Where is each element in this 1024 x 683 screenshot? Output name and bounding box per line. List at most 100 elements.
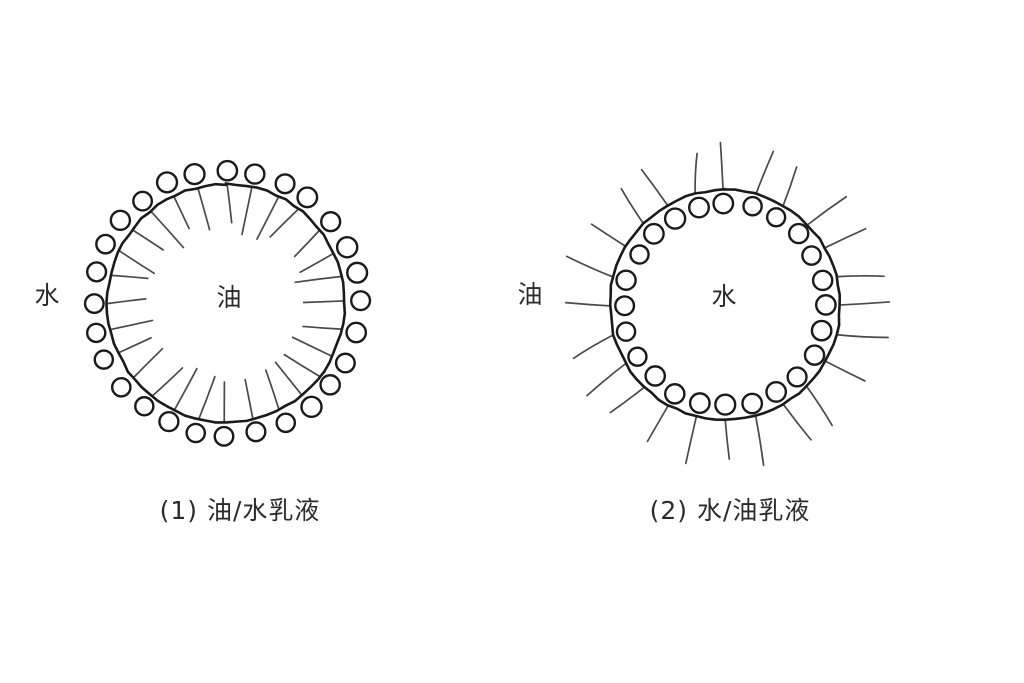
surfactant-head [803, 344, 826, 366]
outer-phase-label-1: 水 [34, 281, 59, 310]
surfactant-heads-group-2 [614, 192, 837, 416]
surfactant-tail [299, 252, 335, 274]
surfactant-head [346, 261, 369, 284]
surfactant-head [244, 163, 266, 185]
surfactant-head [85, 322, 107, 344]
surfactant-tail [256, 196, 280, 240]
surfactant-head [334, 352, 356, 374]
surfactant-head [134, 396, 155, 417]
surfactant-head [86, 261, 108, 283]
surfactant-tail [173, 367, 198, 411]
surfactant-tail [640, 168, 668, 206]
interface-ring-2 [608, 187, 842, 421]
surfactant-tail [244, 378, 254, 419]
surfactant-head [319, 374, 341, 396]
surfactant-tail [291, 336, 333, 357]
surfactant-tail [755, 150, 775, 195]
diagram-oil-in-water: 油 水 (1) 油/水乳液 [34, 159, 372, 525]
surfactant-head [350, 290, 372, 312]
surfactant-head [275, 412, 297, 434]
surfactant-tail [586, 363, 626, 397]
surfactant-head [801, 245, 822, 266]
surfactant-tail [590, 223, 626, 247]
surfactant-head [663, 207, 687, 230]
surfactant-tail [807, 195, 848, 226]
surfactant-tail [110, 319, 154, 331]
surfactant-head [83, 293, 105, 315]
surfactant-head [644, 365, 667, 387]
surfactant-tail [620, 187, 644, 224]
surfactant-head [155, 171, 179, 194]
surfactant-head [109, 209, 132, 232]
surfactant-tail [132, 229, 164, 251]
surfactant-head [615, 321, 637, 342]
surfactant-tail [719, 141, 724, 190]
surfactant-head [712, 192, 735, 215]
surfactant-tail [293, 229, 321, 258]
surfactant-tails-group-1 [107, 184, 345, 422]
surfactant-head [810, 319, 833, 342]
surfactant-head [786, 366, 808, 388]
surfactant-head [787, 222, 810, 245]
surfactant-head [274, 173, 296, 195]
surfactant-tail [118, 336, 152, 354]
surfactant-head [345, 321, 368, 344]
surfactant-tail [226, 184, 233, 224]
surfactant-head [642, 222, 665, 245]
surfactant-head [216, 159, 239, 182]
surfactant-tail [572, 334, 614, 360]
surfactant-tail [782, 404, 812, 441]
surfactant-head [742, 195, 763, 217]
surfactant-tail [302, 300, 345, 304]
surfactant-head [765, 381, 788, 403]
surfactant-tail [694, 152, 698, 194]
surfactant-tail [724, 420, 731, 460]
surfactant-tail [150, 210, 185, 249]
surfactant-tail [782, 166, 798, 206]
surfactant-head [93, 349, 115, 370]
surfactant-head [185, 422, 207, 444]
surfactant-head [300, 395, 323, 419]
surfactant-tail [564, 301, 610, 307]
interface-ring-1 [105, 181, 347, 424]
surfactant-tail [294, 275, 342, 284]
surfactant-head [296, 186, 319, 209]
surfactant-tail [264, 369, 280, 410]
surfactant-head [815, 294, 837, 316]
surfactant-tail [565, 255, 614, 278]
surfactant-head [110, 376, 132, 398]
surfactant-tail [107, 298, 147, 305]
surfactant-tail [806, 386, 834, 427]
surfactant-tail [836, 274, 885, 278]
surfactant-head [335, 235, 359, 259]
surfactant-tail [840, 301, 891, 306]
surfactant-head [158, 410, 180, 433]
surfactant-head [741, 392, 764, 415]
surfactant-heads-group-1 [83, 159, 372, 447]
surfactant-tail [198, 375, 216, 419]
inner-phase-label-1: 油 [216, 283, 241, 312]
surfactant-tails-group-2 [564, 141, 891, 467]
surfactant-tail [241, 186, 253, 236]
surfactant-head [714, 393, 737, 416]
surfactant-tail [119, 250, 155, 275]
surfactant-tail [110, 274, 149, 280]
surfactant-tail [302, 325, 342, 330]
surfactant-tail [836, 333, 889, 339]
surfactant-head [664, 383, 686, 405]
surfactant-tail [197, 187, 211, 231]
surfactant-tail [274, 361, 302, 395]
surfactant-tail [269, 208, 299, 238]
surfactant-head [614, 295, 636, 317]
diagram-caption-2: (2) 水/油乳液 [650, 496, 811, 525]
surfactant-tail [151, 367, 184, 397]
surfactant-head [183, 162, 206, 186]
outer-phase-label-2: 油 [517, 280, 542, 309]
surfactant-tail [173, 196, 190, 230]
surfactant-tail [825, 360, 866, 382]
surfactant-head [132, 190, 154, 212]
diagram-water-in-oil: 水 油 (2) 水/油乳液 [517, 141, 891, 525]
surfactant-tail [133, 347, 164, 378]
